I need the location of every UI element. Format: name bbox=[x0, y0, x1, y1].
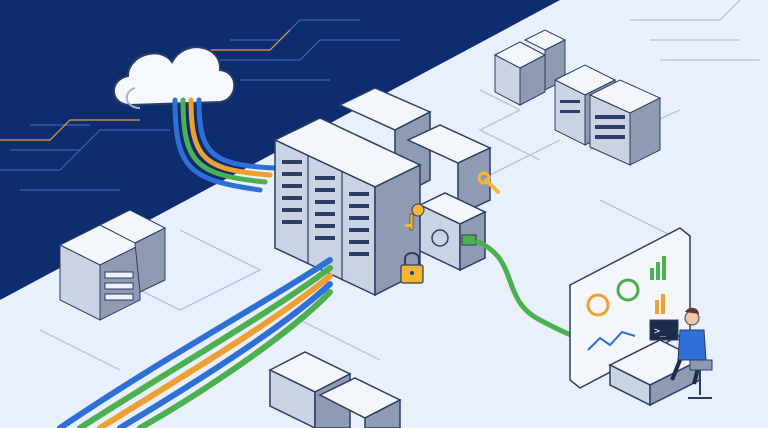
technician-figure bbox=[670, 307, 713, 399]
wrench-icon bbox=[477, 171, 500, 194]
server-rack-bottom bbox=[268, 351, 402, 428]
workstation-desk bbox=[608, 339, 702, 407]
server-rack-right bbox=[553, 64, 662, 166]
circuit-traces bbox=[0, 19, 400, 191]
padlock-icon bbox=[400, 252, 424, 284]
server-rack-top-right bbox=[493, 29, 567, 106]
security-box bbox=[418, 192, 487, 272]
server-bank-main bbox=[273, 87, 492, 297]
dashboard-monitor bbox=[569, 227, 691, 389]
circuit-traces-orange bbox=[0, 29, 291, 141]
cable-bundle-cloud bbox=[172, 97, 278, 193]
cloud-icon bbox=[113, 46, 236, 109]
gauge-icon bbox=[586, 278, 640, 317]
terminal-prompt: >_ bbox=[654, 326, 667, 337]
key-icon bbox=[405, 203, 425, 231]
cable-bundle-floor bbox=[57, 257, 333, 428]
bar-chart-icon bbox=[650, 256, 666, 314]
network-lines-light bbox=[599, 0, 760, 241]
terminal-icon: >_ bbox=[649, 319, 679, 341]
server-rack-left bbox=[58, 209, 167, 321]
